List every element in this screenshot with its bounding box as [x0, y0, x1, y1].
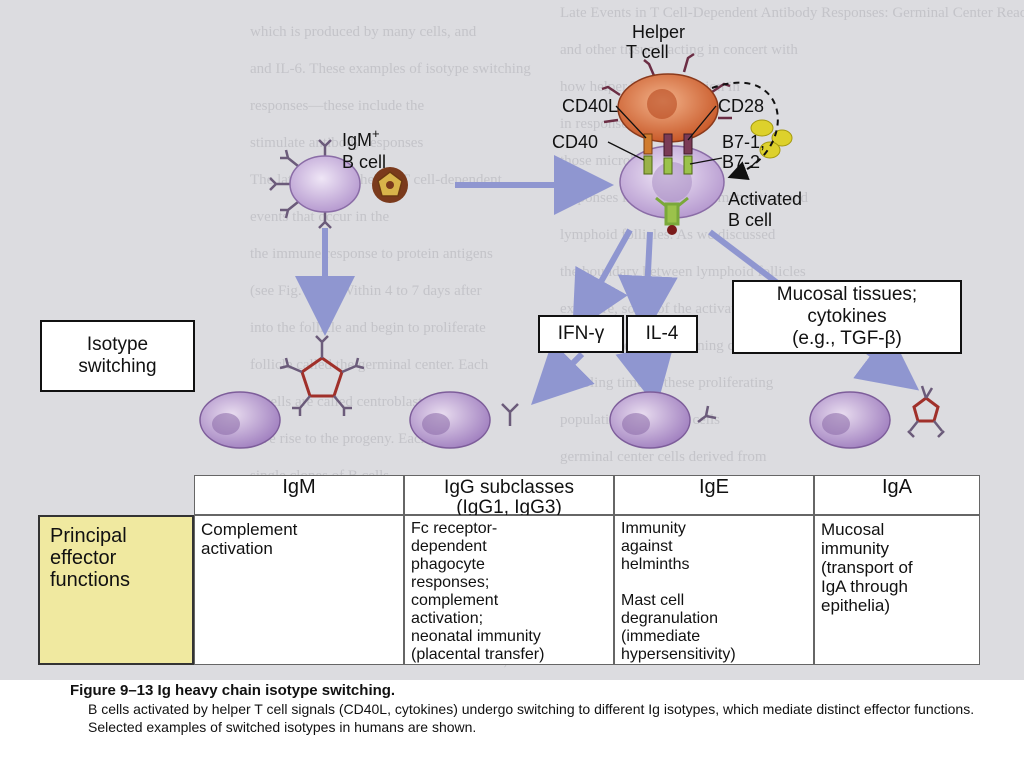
- synapse-receptors: [643, 133, 693, 175]
- background-text-line: Late Events in T Cell-Dependent Antibody…: [560, 5, 1024, 21]
- background-text-line: responses—these include the: [250, 97, 425, 114]
- t-cell-nucleus: [647, 89, 677, 119]
- figure-caption: Figure 9–13 Ig heavy chain isotype switc…: [70, 682, 980, 736]
- isotype-header-igm: IgM: [194, 475, 404, 515]
- label-activated-line1: Activated: [728, 189, 802, 209]
- antigen-particle: [372, 167, 408, 203]
- arrow-to-ige: [615, 342, 675, 408]
- background-text-line: and IL-6. These examples of isotype swit…: [250, 60, 531, 77]
- arrow-to-igg: [531, 341, 595, 405]
- background-text-line: and other tissues, acting in concert wit…: [560, 42, 798, 58]
- label-cd28: CD28: [718, 96, 764, 116]
- ige-antibody: [697, 405, 717, 423]
- function-ige: Immunity against helminths Mast cell deg…: [614, 515, 814, 665]
- isotype-header-ige: IgE: [614, 475, 814, 515]
- ifn-gamma-box: IFN-γ: [538, 315, 624, 353]
- label-igm-b-cell-line1: IgM+: [342, 126, 380, 150]
- plasma-cell-iga: [809, 391, 891, 449]
- igm-b-cell: [269, 139, 408, 229]
- background-text-line: stimulate antibody responses: [250, 134, 424, 151]
- igm-pentamer: [279, 335, 365, 416]
- il4-box: IL-4: [626, 315, 698, 353]
- plasma-cell-igm: [199, 391, 281, 449]
- arrow-to-ifn-gamma: [572, 228, 633, 333]
- plasma-cell-igg: [409, 391, 491, 449]
- background-text-line: which is produced by many cells, and: [250, 23, 477, 40]
- label-cd40l: CD40L: [562, 96, 618, 116]
- label-b7-line2: B7-2: [722, 152, 760, 172]
- effector-function-table: IgM IgG subclasses (IgG1, IgG3) IgE IgA …: [38, 475, 980, 665]
- background-text-line: events that occur in the: [250, 208, 390, 225]
- caption-title: Figure 9–13 Ig heavy chain isotype switc…: [70, 682, 396, 699]
- cytokine-dashed-arrow: [711, 81, 779, 181]
- antigen-dot: [667, 225, 677, 235]
- function-igm: Complement activation: [194, 515, 404, 665]
- label-helper-t-cell-line1: Helper: [632, 22, 685, 42]
- t-cell-receptors: [601, 52, 732, 124]
- label-activated-line2: B cell: [728, 210, 772, 230]
- isotype-switching-box: Isotype switching: [40, 320, 195, 392]
- igm-b-cell-receptors: [269, 139, 332, 229]
- diagram-labels: Helper T cell IgM+ B cell CD40L CD28 CD4…: [342, 22, 802, 230]
- arrow-to-il4: [617, 231, 678, 336]
- cytokine-particles: [750, 119, 793, 159]
- label-b7-line1: B7-1,: [722, 132, 765, 152]
- label-helper-t-cell-line2: T cell: [626, 42, 669, 62]
- igg-antibody: [501, 403, 519, 426]
- label-igm-b-cell-line2: B cell: [342, 152, 386, 172]
- surface-ig: [655, 196, 689, 226]
- isotype-header-igg: IgG subclasses (IgG1, IgG3): [404, 475, 614, 518]
- mucosal-cytokines-box: Mucosal tissues; cytokines (e.g., TGF-β): [732, 280, 962, 354]
- activated-b-cell-nucleus: [652, 162, 692, 202]
- helper-t-cell: [601, 52, 732, 143]
- isotype-header-iga: IgA: [814, 475, 980, 515]
- label-leaders: [607, 105, 723, 165]
- function-iga: Mucosal immunity (transport of IgA throu…: [814, 515, 980, 665]
- diagram-canvas: Helper T cell IgM+ B cell CD40L CD28 CD4…: [199, 22, 945, 449]
- caption-body: B cells activated by helper T cell signa…: [88, 701, 975, 735]
- igm-b-cell-body: [289, 155, 361, 213]
- label-cd40: CD40: [552, 132, 598, 152]
- background-text-line: the immune response to protein antigens: [250, 245, 493, 262]
- plasma-cell-ige: [609, 391, 691, 449]
- principal-effector-functions-header: Principal effector functions: [38, 515, 194, 665]
- plasma-cells: [199, 335, 945, 449]
- iga-dimer: [907, 385, 945, 438]
- function-igg: Fc receptor- dependent phagocyte respons…: [404, 515, 614, 665]
- background-text-line: give rise to the progeny. Each: [250, 430, 429, 447]
- background-text-line: germinal center cells derived from: [560, 449, 767, 465]
